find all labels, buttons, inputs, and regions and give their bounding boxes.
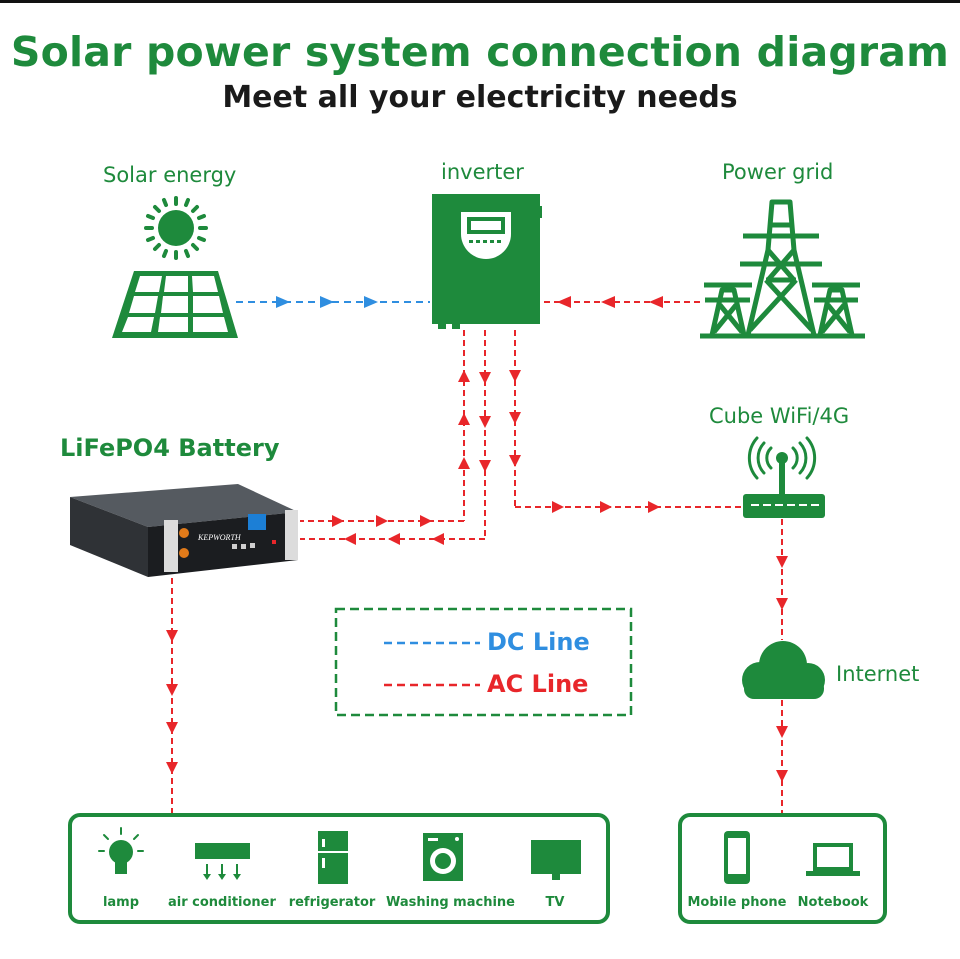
air-conditioner-icon xyxy=(195,843,250,880)
mobile-phone-icon xyxy=(724,831,750,884)
lamp-icon xyxy=(98,827,144,874)
appliance-label-air-conditioner: air conditioner xyxy=(168,895,276,910)
power-grid-label: Power grid xyxy=(722,160,834,184)
top-border xyxy=(0,0,960,3)
legend-box xyxy=(334,607,633,717)
page-title: Solar power system connection diagram xyxy=(10,28,950,76)
notebook-icon xyxy=(806,843,860,876)
appliance-label-tv: TV xyxy=(545,895,565,910)
wifi-label: Cube WiFi/4G xyxy=(709,404,850,428)
solar-panel-icon xyxy=(112,271,238,338)
ac-line-arrows xyxy=(166,296,788,782)
appliance-label-refrigerator: refrigerator xyxy=(288,895,376,910)
battery-icon xyxy=(70,484,298,577)
battery-label: LiFePO4 Battery xyxy=(60,434,280,462)
sun-icon xyxy=(144,196,208,260)
device-label-notebook: Notebook xyxy=(797,895,869,910)
device-label-mobile-phone: Mobile phone xyxy=(687,895,787,910)
cloud-icon xyxy=(742,641,825,699)
dc-line-arrows xyxy=(276,296,378,308)
inverter-label: inverter xyxy=(441,160,524,184)
power-tower-icon xyxy=(700,199,865,339)
battery-brand-label: KEPWORTH xyxy=(197,533,242,542)
tv-icon xyxy=(531,840,581,880)
legend-ac-label: AC Line xyxy=(487,670,589,698)
appliances-box xyxy=(68,813,610,924)
appliance-label-lamp: lamp xyxy=(102,895,140,910)
page-subtitle: Meet all your electricity needs xyxy=(222,80,738,115)
router-icon xyxy=(743,436,825,518)
legend-dc-label: DC Line xyxy=(487,628,590,656)
internet-label: Internet xyxy=(836,662,920,686)
devices-box xyxy=(678,813,887,924)
inverter-icon xyxy=(432,194,542,329)
washing-machine-icon xyxy=(423,833,463,881)
appliance-label-washing-machine: Washing machine xyxy=(386,895,515,910)
refrigerator-icon xyxy=(318,831,348,884)
solar-energy-label: Solar energy xyxy=(103,163,237,187)
